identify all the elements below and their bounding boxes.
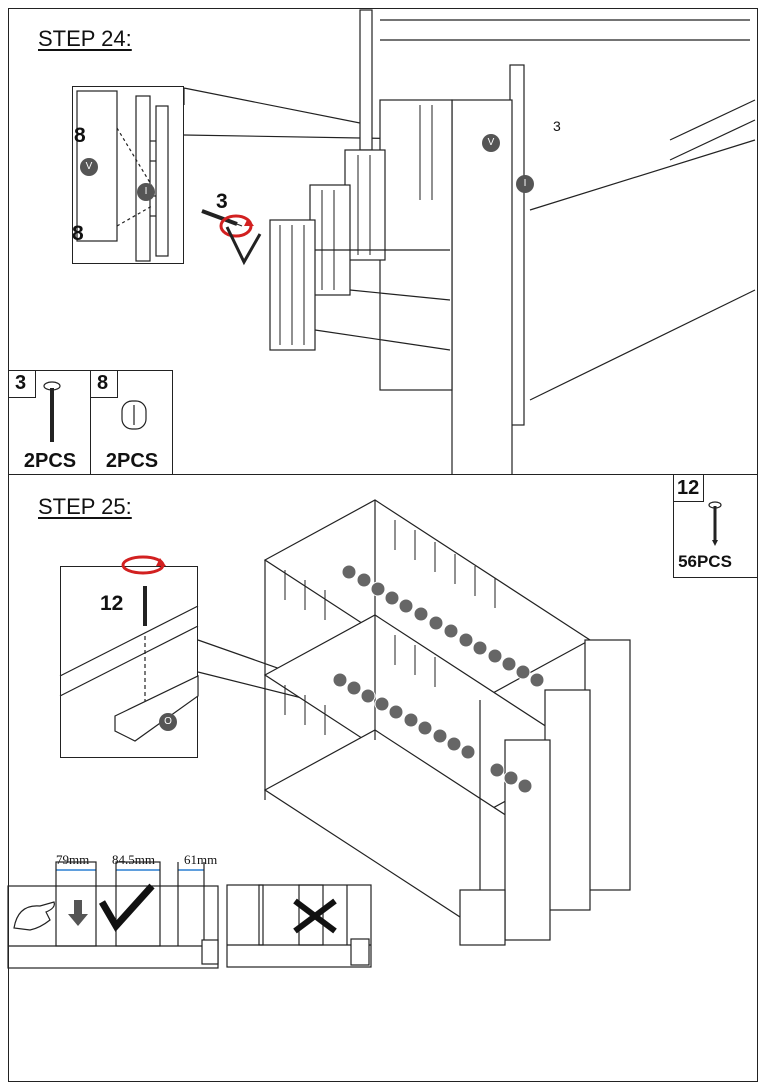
- spacing-diagram-incorrect: [226, 884, 372, 968]
- part-8-qty: 2PCS: [105, 450, 159, 472]
- panel-label-i-main: I: [516, 175, 534, 193]
- panel-label-v-main: V: [482, 134, 500, 152]
- bolt-callout-right: 3: [553, 118, 561, 134]
- dimension-79mm: 79mm: [56, 852, 90, 867]
- incorrect-icon: [293, 898, 337, 934]
- cam-bolt-callout-top: 8: [74, 124, 86, 147]
- hand-icon: [13, 901, 55, 931]
- part-12-number: 12: [677, 477, 700, 499]
- rotate-arrow-icon-2: [121, 555, 166, 575]
- bolt-icon: [43, 381, 61, 442]
- step-24-stair-assembly: [269, 9, 756, 481]
- step-25-part-12-num-box: [673, 474, 704, 502]
- dimension-61mm: 61mm: [184, 852, 218, 867]
- panel-label-i-detail: I: [137, 183, 155, 201]
- part-3-number: 3: [15, 372, 27, 394]
- part-12-qty: 56PCS: [678, 552, 732, 571]
- part-8-number: 8: [97, 372, 109, 394]
- cam-bolt-callout-bottom: 8: [72, 222, 84, 245]
- part-3-qty: 2PCS: [23, 450, 77, 472]
- rotate-arrow-icon: [219, 214, 254, 238]
- step-24-part-8-num-box: [90, 370, 118, 398]
- spacing-diagram-correct: [7, 861, 219, 969]
- step-24-part-8-cell: [90, 370, 173, 475]
- panel-label-v-detail: V: [80, 158, 98, 176]
- step-24-part-3-num-box: [8, 370, 36, 398]
- bolt-callout: 3: [216, 190, 228, 213]
- correct-icon: [98, 883, 155, 932]
- step-25-bunk-assembly: [263, 499, 631, 946]
- dimension-84-5mm: 84.5mm: [112, 852, 155, 867]
- step-24-title: STEP 24:: [38, 26, 132, 51]
- allen-key-icon: [225, 226, 262, 266]
- screw-callout: 12: [100, 592, 124, 615]
- slat-label-o-detail: O: [159, 713, 177, 731]
- step-24-detail-drawing: [76, 90, 243, 262]
- barrel-nut-icon: [121, 400, 147, 430]
- wood-screw-icon: [708, 501, 722, 546]
- step-25-title: STEP 25:: [38, 494, 132, 519]
